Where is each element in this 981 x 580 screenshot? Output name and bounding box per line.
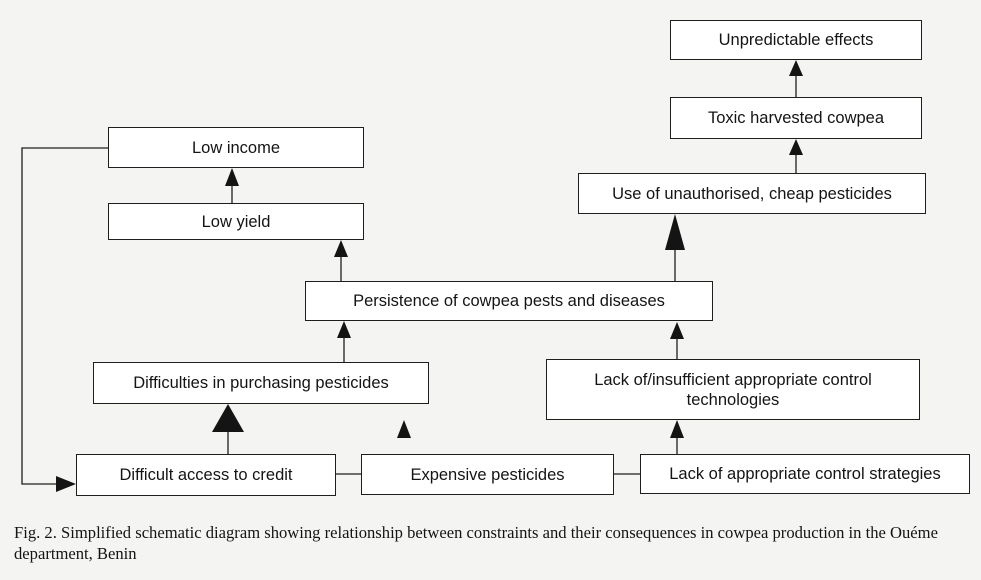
- label-lack-control-strategies: Lack of appropriate control strategies: [669, 465, 941, 483]
- arrowhead-persistence-right: [670, 322, 684, 339]
- arrowhead-difficulties: [212, 404, 244, 432]
- label-low-income: Low income: [191, 138, 281, 157]
- arrowhead-credit: [56, 476, 76, 492]
- arrowhead-unpredictable: [789, 60, 803, 76]
- box-toxic-harvested-cowpea: Toxic harvested cowpea: [670, 97, 922, 139]
- arrowhead-low-yield: [334, 240, 348, 257]
- box-difficulties-purchasing: Difficulties in purchasing pesticides: [93, 362, 429, 404]
- figure-caption: Fig. 2. Simplified schematic diagram sho…: [14, 523, 938, 563]
- box-use-unauthorised-pesticides: Use of unauthorised, cheap pesticides: [578, 173, 926, 214]
- label-difficult-access-credit: Difficult access to credit: [119, 466, 293, 484]
- box-expensive-pesticides: Expensive pesticides: [361, 454, 614, 495]
- connector-lowincome-to-credit: [21, 147, 108, 485]
- label-difficulties-purchasing: Difficulties in purchasing pesticides: [133, 374, 389, 392]
- arrowhead-use-pesticides: [665, 214, 685, 250]
- label-lack-control-technologies: Lack of/insufficient appropriate control…: [594, 370, 872, 409]
- arrowhead-expensive-floating: [397, 420, 411, 438]
- label-use-unauthorised-pesticides: Use of unauthorised, cheap pesticides: [612, 184, 892, 203]
- label-persistence-pests: Persistence of cowpea pests and diseases: [353, 292, 665, 310]
- label-low-yield: Low yield: [201, 212, 271, 231]
- arrowhead-persistence-left: [337, 321, 351, 338]
- box-difficult-access-credit: Difficult access to credit: [76, 454, 336, 496]
- arrowhead-lack-tech: [670, 420, 684, 438]
- box-unpredictable-effects: Unpredictable effects: [670, 20, 922, 60]
- label-unpredictable-effects: Unpredictable effects: [718, 31, 874, 49]
- label-expensive-pesticides: Expensive pesticides: [410, 465, 565, 484]
- arrowhead-toxic: [789, 139, 803, 155]
- box-low-income: Low income: [108, 127, 364, 168]
- box-persistence-pests: Persistence of cowpea pests and diseases: [305, 281, 713, 321]
- box-low-yield: Low yield: [108, 203, 364, 240]
- arrowhead-low-income: [225, 168, 239, 186]
- box-lack-control-strategies: Lack of appropriate control strategies: [640, 454, 970, 494]
- label-toxic-harvested-cowpea: Toxic harvested cowpea: [707, 109, 885, 127]
- box-lack-control-technologies: Lack of/insufficient appropriate control…: [546, 359, 920, 420]
